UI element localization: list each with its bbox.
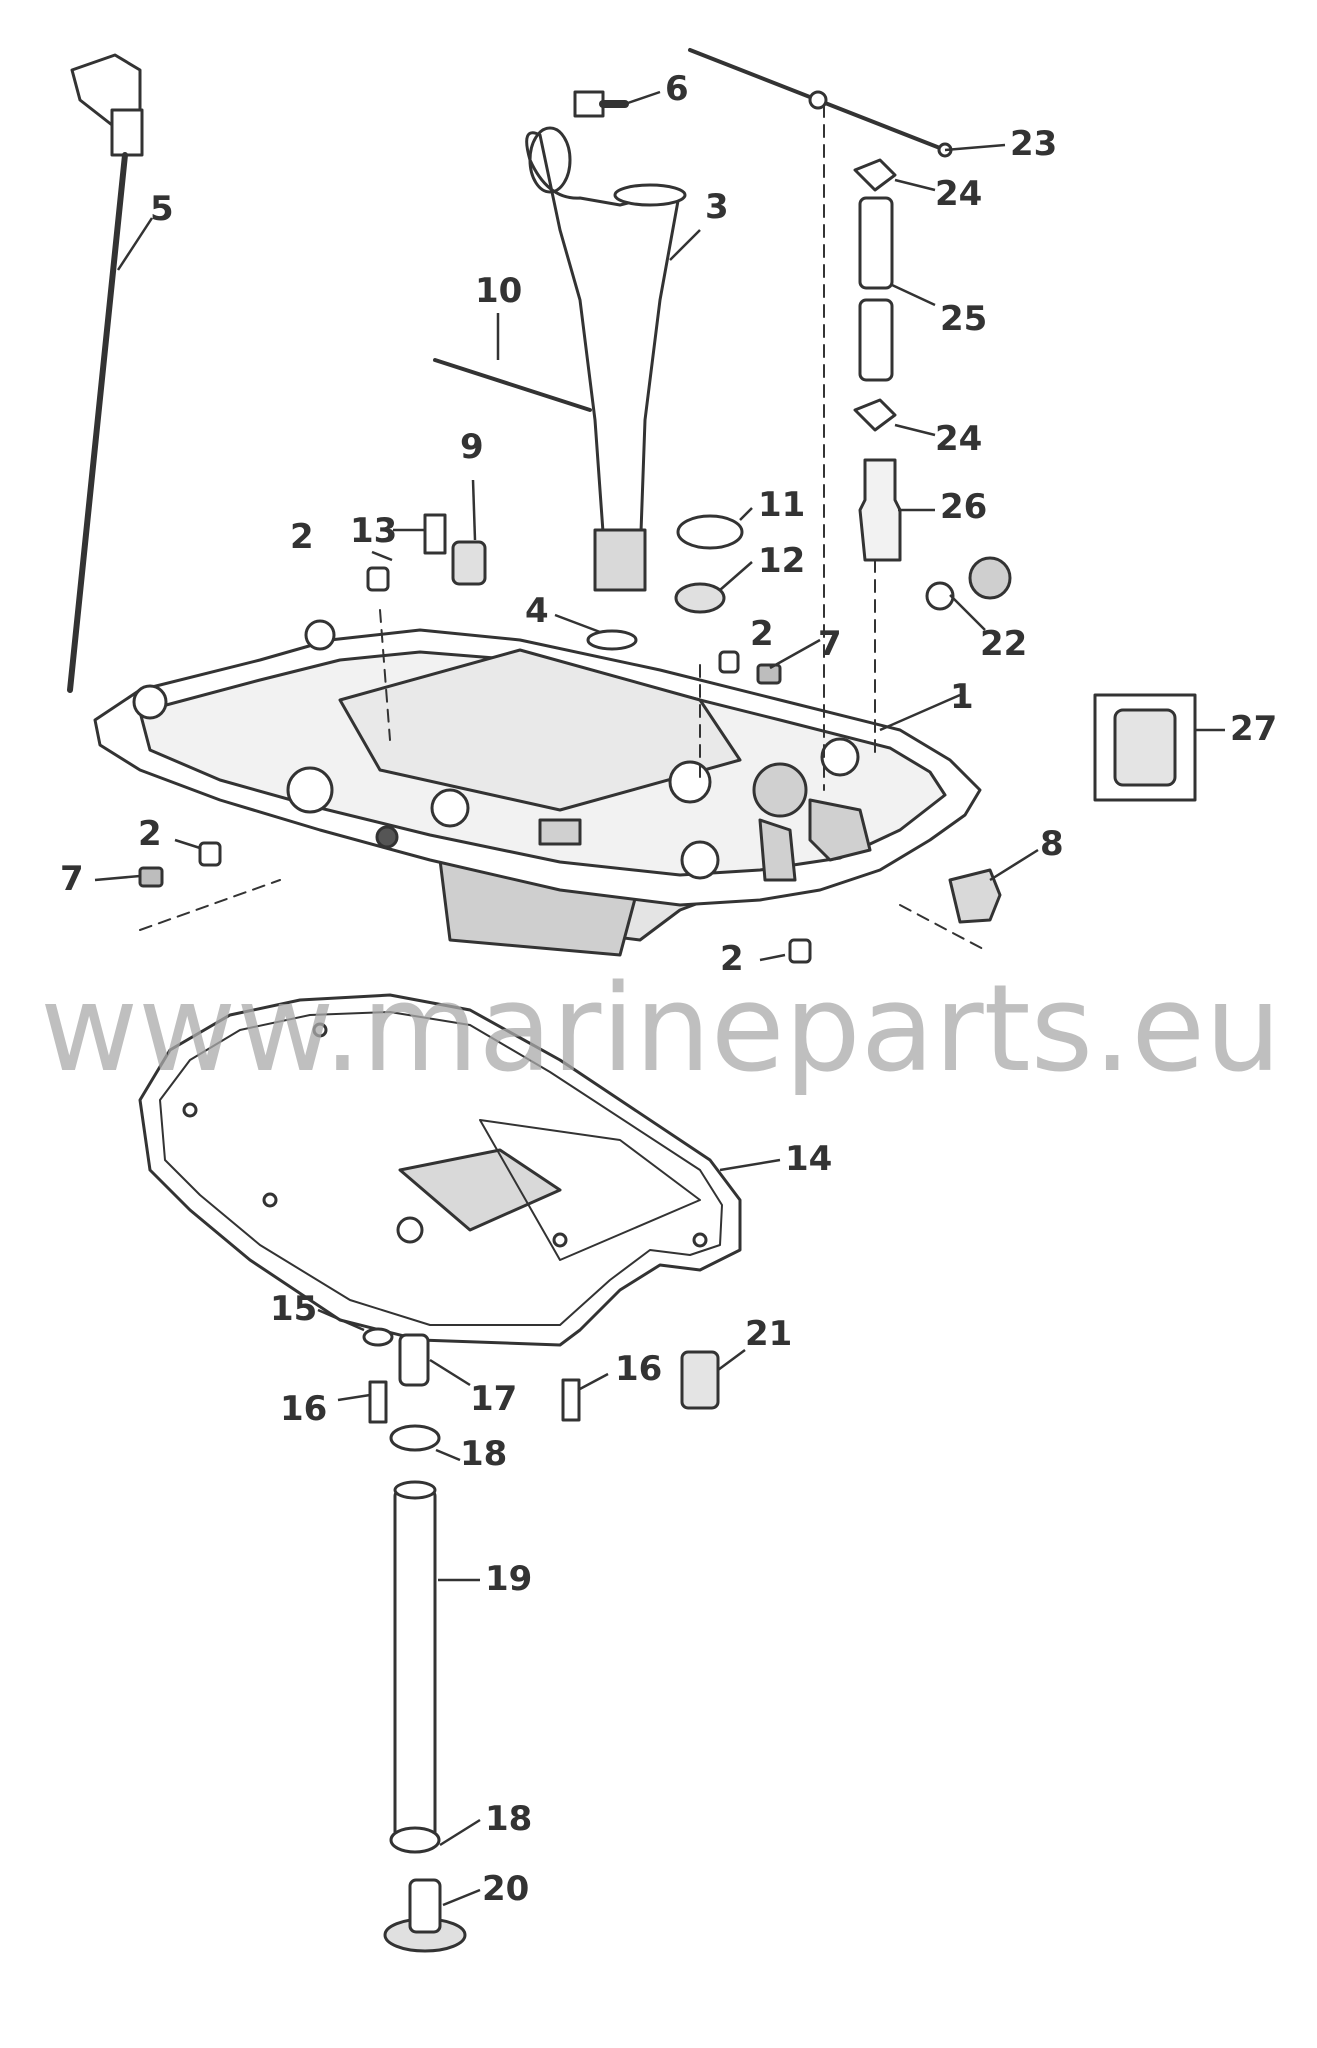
gasket-part bbox=[138, 993, 742, 1347]
callout-2: 2 bbox=[290, 517, 314, 557]
cable-tie-part bbox=[433, 358, 592, 412]
callout-5: 5 bbox=[150, 189, 174, 229]
o-ring-part-4 bbox=[586, 629, 638, 651]
callout-16: 16 bbox=[280, 1389, 327, 1429]
plug-part-2b bbox=[718, 650, 740, 674]
callout-17: 17 bbox=[470, 1379, 517, 1419]
plug-part-7b bbox=[138, 866, 164, 888]
callout-22: 22 bbox=[980, 624, 1027, 664]
hose-assembly bbox=[853, 158, 902, 562]
clamp-part-18b bbox=[389, 1826, 441, 1854]
seal-part-12 bbox=[674, 582, 726, 614]
callout-24b: 24 bbox=[935, 419, 982, 459]
adapter-plate-part bbox=[93, 619, 982, 957]
plug-part-2c bbox=[198, 841, 222, 867]
callout-16b: 16 bbox=[615, 1349, 662, 1389]
fitting-part-21 bbox=[680, 1350, 720, 1410]
bolt-part-6 bbox=[573, 90, 629, 118]
callout-7b: 7 bbox=[60, 859, 84, 899]
callout-15: 15 bbox=[270, 1289, 317, 1329]
callout-18b: 18 bbox=[485, 1799, 532, 1839]
filler-tube-part bbox=[525, 126, 687, 592]
callout-10: 10 bbox=[475, 271, 522, 311]
callout-24: 24 bbox=[935, 174, 982, 214]
drain-plug-part-8 bbox=[948, 868, 1002, 924]
callout-12: 12 bbox=[758, 541, 805, 581]
grommet-part-20 bbox=[383, 1878, 467, 1953]
callout-14: 14 bbox=[785, 1139, 832, 1179]
plug-part-2a bbox=[366, 566, 390, 592]
water-tube-part-19 bbox=[393, 1480, 437, 1842]
callout-13: 13 bbox=[350, 511, 397, 551]
callout-25: 25 bbox=[940, 299, 987, 339]
callout-21: 21 bbox=[745, 1314, 792, 1354]
callout-2c: 2 bbox=[138, 814, 162, 854]
plug-part-2d bbox=[788, 938, 812, 964]
callout-11: 11 bbox=[758, 485, 805, 525]
callout-18: 18 bbox=[460, 1434, 507, 1474]
callout-20: 20 bbox=[482, 1869, 529, 1909]
o-ring-part-15 bbox=[362, 1327, 394, 1347]
vent-wire-part bbox=[688, 48, 953, 158]
boxed-plug-part-27 bbox=[1093, 693, 1197, 802]
plug-part-22 bbox=[968, 556, 1012, 600]
dipstick-part bbox=[67, 53, 144, 693]
callout-4: 4 bbox=[525, 591, 549, 631]
washer-part-22 bbox=[925, 581, 955, 611]
bolt-part-16a bbox=[368, 1380, 388, 1424]
watermark: www.marineparts.eu bbox=[40, 960, 1281, 1099]
callout-26: 26 bbox=[940, 487, 987, 527]
callout-23: 23 bbox=[1010, 124, 1057, 164]
callout-7: 7 bbox=[818, 624, 842, 664]
callout-9: 9 bbox=[460, 427, 484, 467]
ring-part-11 bbox=[676, 514, 744, 550]
fitting-part-17 bbox=[398, 1333, 430, 1387]
clamp-part-18a bbox=[389, 1424, 441, 1452]
watermark-text: www.marineparts.eu bbox=[40, 960, 1281, 1099]
callout-2d: 2 bbox=[720, 939, 744, 979]
callout-19: 19 bbox=[485, 1559, 532, 1599]
bolt-part-13 bbox=[423, 513, 447, 555]
callout-2b: 2 bbox=[750, 614, 774, 654]
sensor-part-9 bbox=[451, 540, 487, 586]
bolt-part-16b bbox=[561, 1378, 581, 1422]
callout-8: 8 bbox=[1040, 824, 1064, 864]
callout-6: 6 bbox=[665, 69, 689, 109]
plug-part-7a bbox=[756, 663, 782, 685]
callout-layer: 1 2 3 4 5 6 7 8 9 10 11 12 13 14 15 16 1… bbox=[60, 69, 1277, 1909]
callout-27: 27 bbox=[1230, 709, 1277, 749]
callout-3: 3 bbox=[705, 187, 729, 227]
callout-1: 1 bbox=[950, 677, 974, 717]
